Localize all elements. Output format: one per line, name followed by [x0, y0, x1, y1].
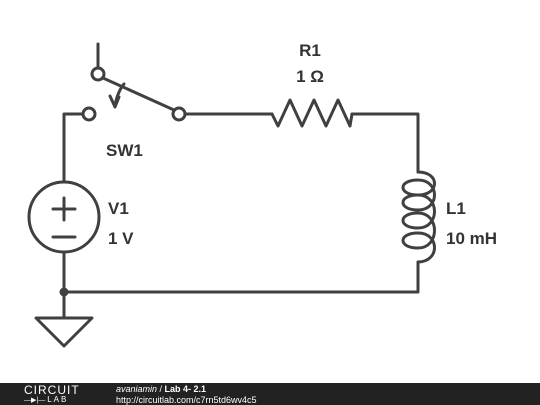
source-label: V1: [108, 199, 129, 218]
footer-bar: CIRCUIT —▶|—LAB avaniamin / Lab 4- 2.1 h…: [0, 383, 540, 405]
switch-label: SW1: [106, 141, 143, 160]
diode-icon: —▶|—: [24, 397, 46, 404]
resistor-r1: [270, 98, 354, 128]
circuit-schematic: SW1 R1 1 Ω V1 1 V L1 10 mH: [27, 41, 497, 348]
author-name[interactable]: avaniamin: [116, 384, 158, 394]
footer-info: avaniamin / Lab 4- 2.1 http://circuitlab…: [116, 384, 257, 405]
title-separator: /: [157, 384, 165, 394]
voltage-source-v1: [27, 180, 101, 254]
wire-resistor-to-inductor: [350, 112, 420, 174]
logo-top-text: CIRCUIT: [24, 383, 80, 397]
circuitlab-logo: CIRCUIT —▶|—LAB: [24, 384, 104, 404]
ground-symbol: [34, 316, 94, 348]
switch-sw1: [81, 42, 187, 122]
source-value: 1 V: [108, 229, 134, 248]
junction-node: [59, 287, 69, 297]
wire-inductor-to-ground: [62, 260, 420, 294]
wire-source-to-switch: [62, 112, 85, 182]
circuit-url-link[interactable]: http://circuitlab.com/c7rn5td6wv4c5: [116, 395, 257, 405]
inductor-label: L1: [446, 199, 466, 218]
logo-bottom-text: —▶|—LAB: [24, 395, 68, 405]
inductor-value: 10 mH: [446, 229, 497, 248]
circuit-title[interactable]: Lab 4- 2.1: [164, 384, 207, 394]
inductor-l1: [401, 170, 436, 264]
resistor-value: 1 Ω: [296, 67, 324, 86]
logo-lab-text: LAB: [47, 395, 69, 404]
resistor-label: R1: [299, 41, 321, 60]
